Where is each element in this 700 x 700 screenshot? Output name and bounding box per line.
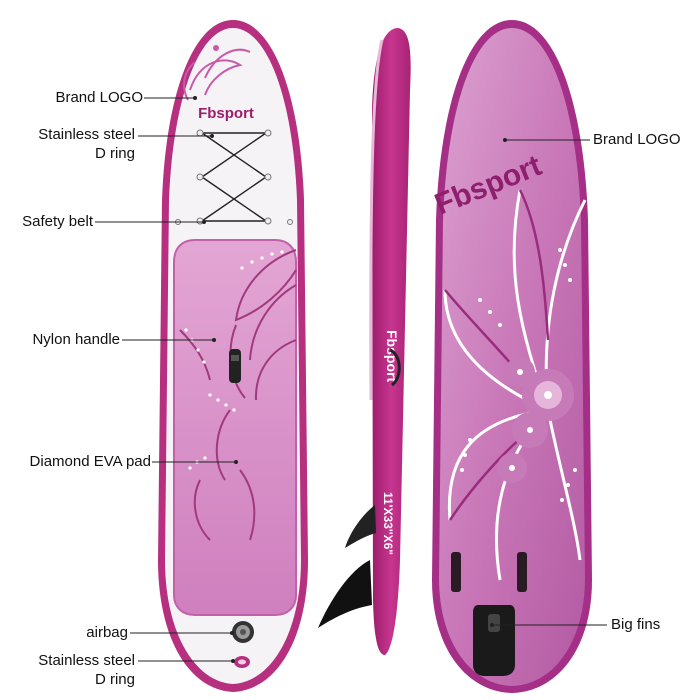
label-d-ring-bottom-line2: D ring — [94, 671, 135, 688]
label-d-ring-bottom-line1: Stainless steel — [38, 652, 135, 669]
label-brand-logo-right: Brand LOGO — [593, 131, 681, 148]
side-logo: Fbsport — [384, 330, 400, 382]
callout-dots — [193, 96, 507, 663]
pad-mandala-dots — [184, 250, 284, 470]
side-handle — [389, 348, 401, 387]
bungee-cords — [200, 132, 268, 222]
front-board: Fbsport — [158, 20, 308, 692]
fin-box-left — [451, 552, 461, 592]
fin-box-right — [517, 552, 527, 592]
side-board-body — [372, 28, 411, 655]
label-airbag: airbag — [86, 624, 128, 641]
label-nylon-handle: Nylon handle — [32, 331, 120, 348]
nylon-handle — [229, 349, 241, 383]
big-fin — [473, 605, 515, 676]
side-small-fin — [345, 505, 376, 548]
label-big-fins: Big fins — [611, 616, 661, 633]
airbag-valve — [232, 621, 254, 643]
d-ring-bottom — [234, 656, 250, 668]
label-d-ring-top-line1: Stainless steel — [38, 126, 135, 143]
front-floral-ornament — [183, 45, 251, 101]
back-board: Fbsport — [430, 20, 592, 693]
label-d-ring-top-line2: D ring — [94, 145, 135, 162]
label-diamond-eva-pad: Diamond EVA pad — [29, 453, 151, 470]
side-board: Fbsport 11'X33''X6" — [318, 28, 411, 655]
side-size-label: 11'X33''X6" — [381, 492, 395, 555]
callout-lines — [95, 97, 607, 662]
label-brand-logo-left: Brand LOGO — [55, 89, 143, 106]
label-safety-belt: Safety belt — [22, 213, 93, 230]
back-board-surface — [439, 28, 585, 686]
front-logo: Fbsport — [198, 105, 254, 122]
eva-pad — [173, 239, 297, 616]
side-center-fin — [318, 560, 372, 628]
back-mandala — [443, 189, 587, 581]
side-board-top-edge — [369, 39, 384, 401]
